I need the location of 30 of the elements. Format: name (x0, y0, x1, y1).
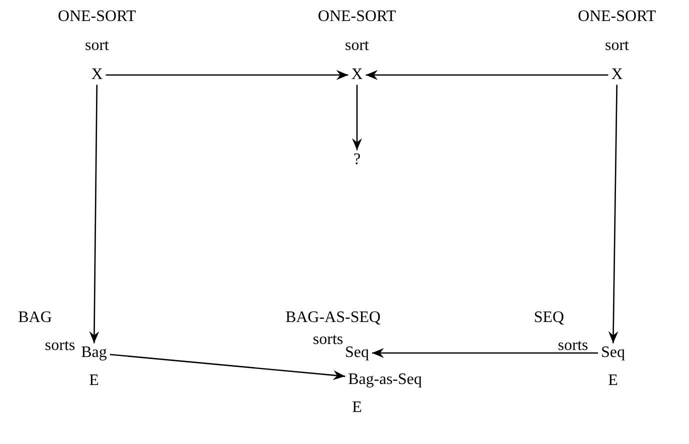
module-caption: BAG (18, 309, 52, 327)
module-caption: sorts (558, 337, 588, 355)
node-label: ? (353, 151, 361, 169)
module-caption: E (352, 399, 362, 417)
module-caption: sort (85, 37, 109, 55)
node-label: X (91, 66, 103, 84)
arrow (110, 354, 346, 380)
arrow (372, 348, 598, 358)
arrow (352, 84, 362, 150)
module-caption: BAG-AS-SEQ (285, 309, 381, 327)
module-caption: SEQ (534, 309, 564, 327)
arrow (106, 70, 348, 80)
node-label: Bag-as-Seq (348, 371, 422, 389)
node-label: Seq (601, 344, 625, 362)
node-label: Bag (81, 344, 107, 362)
module-caption: ONE-SORT (318, 8, 396, 26)
module-caption: sort (345, 37, 369, 55)
node-label: X (351, 66, 363, 84)
module-caption: ONE-SORT (578, 8, 656, 26)
node-label: Seq (345, 344, 369, 362)
module-caption: sort (605, 37, 629, 55)
node-label: X (611, 66, 623, 84)
module-caption: E (608, 372, 618, 390)
arrow (608, 84, 618, 344)
module-caption: ONE-SORT (58, 8, 136, 26)
module-caption: E (89, 372, 99, 390)
module-caption: sorts (312, 331, 344, 349)
module-caption: sorts (44, 337, 76, 355)
arrow (366, 70, 608, 80)
arrow (89, 84, 100, 344)
